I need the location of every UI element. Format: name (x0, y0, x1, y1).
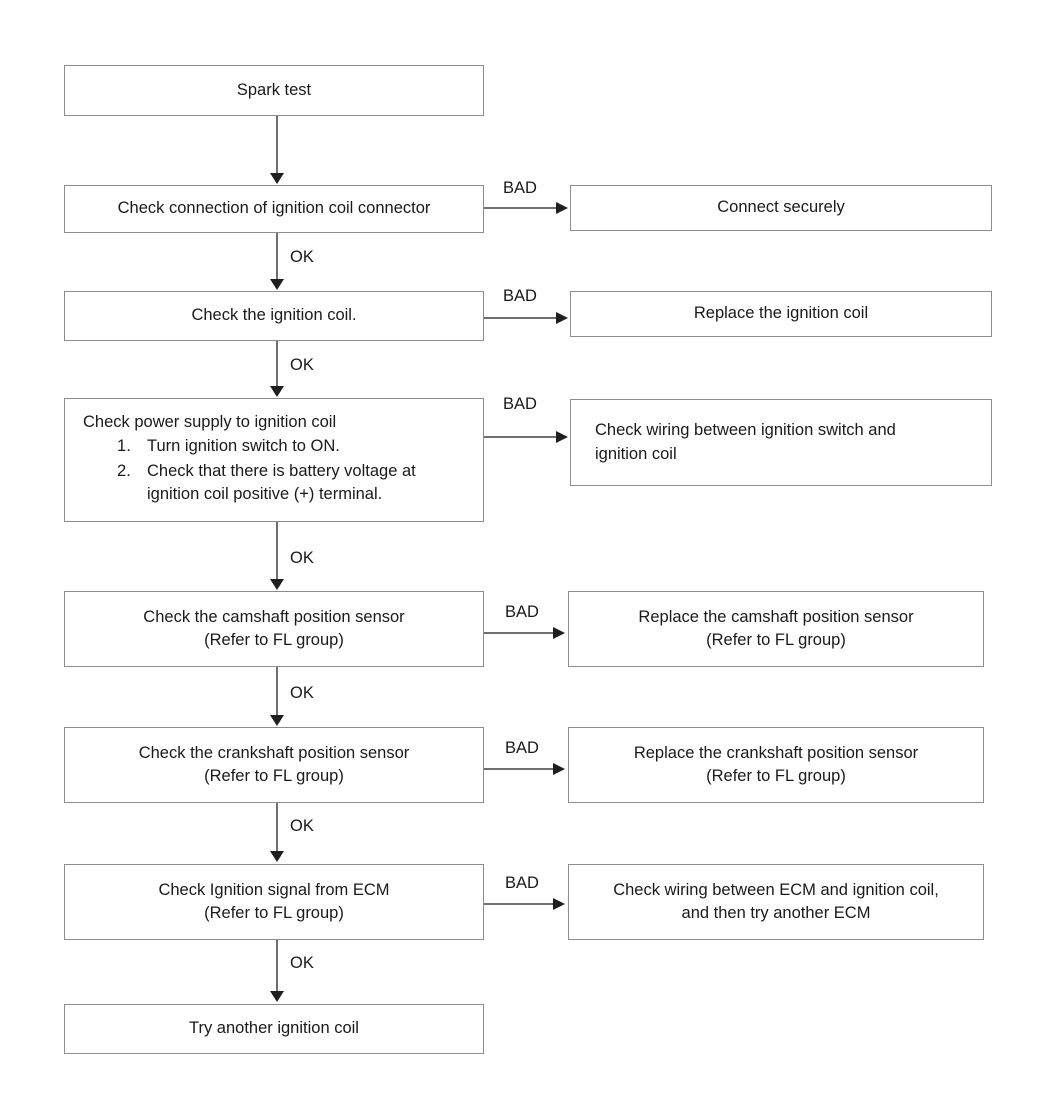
edge-label-ok-5: OK (290, 817, 314, 835)
connector-horizontal-3 (484, 436, 556, 438)
node-check-power-supply-lead: Check power supply to ignition coil (83, 413, 337, 431)
arrowhead-right-2 (556, 312, 568, 324)
node-check-ignition-signal-from-ecm-label: Check Ignition signal from ECM (Refer to… (158, 880, 390, 922)
node-check-power-supply-steps: Turn ignition switch to ON. Check that t… (83, 435, 473, 506)
node-check-the-ignition-coil-label: Check the ignition coil. (191, 306, 357, 325)
arrowhead-right-4 (553, 627, 565, 639)
connector-vertical-5 (276, 667, 278, 716)
connector-vertical-6 (276, 803, 278, 852)
arrowhead-down-7 (270, 991, 284, 1002)
node-check-wiring-ignition-switch-label: Check wiring between ignition switch and… (595, 421, 896, 463)
connector-vertical-7 (276, 940, 278, 992)
node-try-another-ignition-coil[interactable]: Try another ignition coil (64, 1004, 484, 1054)
arrowhead-right-5 (553, 763, 565, 775)
edge-label-bad-2: BAD (503, 287, 537, 305)
node-check-power-supply-step-2: Check that there is battery voltage at i… (117, 460, 416, 504)
node-check-power-supply-step-1: Turn ignition switch to ON. (117, 435, 340, 459)
node-check-wiring-ignition-switch[interactable]: Check wiring between ignition switch and… (570, 399, 992, 486)
node-try-another-ignition-coil-label: Try another ignition coil (189, 1019, 359, 1038)
edge-label-ok-2: OK (290, 356, 314, 374)
node-check-crankshaft-position-sensor-label: Check the crankshaft position sensor (Re… (138, 743, 410, 785)
node-spark-test[interactable]: Spark test (64, 65, 484, 116)
edge-label-ok-6: OK (290, 954, 314, 972)
connector-horizontal-2 (484, 317, 556, 319)
node-replace-crankshaft-position-sensor-label: Replace the crankshaft position sensor (… (633, 743, 919, 785)
arrowhead-down-3 (270, 386, 284, 397)
node-replace-crankshaft-position-sensor[interactable]: Replace the crankshaft position sensor (… (568, 727, 984, 803)
edge-label-ok-3: OK (290, 549, 314, 567)
arrowhead-down-6 (270, 851, 284, 862)
edge-label-bad-5: BAD (505, 739, 539, 757)
arrowhead-down-5 (270, 715, 284, 726)
node-check-camshaft-position-sensor-label: Check the camshaft position sensor (Refe… (143, 607, 405, 649)
arrowhead-down-1 (270, 173, 284, 184)
arrowhead-right-3 (556, 431, 568, 443)
arrowhead-right-6 (553, 898, 565, 910)
edge-label-bad-4: BAD (505, 603, 539, 621)
node-check-the-ignition-coil[interactable]: Check the ignition coil. (64, 291, 484, 341)
arrowhead-right-1 (556, 202, 568, 214)
node-check-crankshaft-position-sensor[interactable]: Check the crankshaft position sensor (Re… (64, 727, 484, 803)
connector-vertical-3 (276, 341, 278, 387)
node-check-ignition-coil-connector[interactable]: Check connection of ignition coil connec… (64, 185, 484, 233)
edge-label-bad-1: BAD (503, 179, 537, 197)
node-check-ignition-coil-connector-label: Check connection of ignition coil connec… (117, 199, 431, 218)
node-check-wiring-ecm[interactable]: Check wiring between ECM and ignition co… (568, 864, 984, 940)
node-connect-securely[interactable]: Connect securely (570, 185, 992, 231)
connector-vertical-1 (276, 116, 278, 174)
node-replace-the-ignition-coil[interactable]: Replace the ignition coil (570, 291, 992, 337)
node-replace-camshaft-position-sensor-label: Replace the camshaft position sensor (Re… (638, 607, 914, 649)
node-replace-the-ignition-coil-label: Replace the ignition coil (693, 304, 869, 323)
node-check-ignition-signal-from-ecm[interactable]: Check Ignition signal from ECM (Refer to… (64, 864, 484, 940)
edge-label-ok-1: OK (290, 248, 314, 266)
node-check-wiring-ecm-label: Check wiring between ECM and ignition co… (613, 880, 939, 922)
node-check-power-supply[interactable]: Check power supply to ignition coil Turn… (64, 398, 484, 522)
node-spark-test-label: Spark test (236, 80, 312, 99)
connector-vertical-2 (276, 233, 278, 280)
edge-label-ok-4: OK (290, 684, 314, 702)
node-connect-securely-label: Connect securely (717, 198, 845, 217)
connector-horizontal-1 (484, 207, 556, 209)
node-check-camshaft-position-sensor[interactable]: Check the camshaft position sensor (Refe… (64, 591, 484, 667)
connector-horizontal-6 (484, 903, 554, 905)
edge-label-bad-3: BAD (503, 395, 537, 413)
arrowhead-down-2 (270, 279, 284, 290)
connector-horizontal-5 (484, 768, 554, 770)
connector-horizontal-4 (484, 632, 554, 634)
edge-label-bad-6: BAD (505, 874, 539, 892)
arrowhead-down-4 (270, 579, 284, 590)
node-replace-camshaft-position-sensor[interactable]: Replace the camshaft position sensor (Re… (568, 591, 984, 667)
connector-vertical-4 (276, 522, 278, 580)
